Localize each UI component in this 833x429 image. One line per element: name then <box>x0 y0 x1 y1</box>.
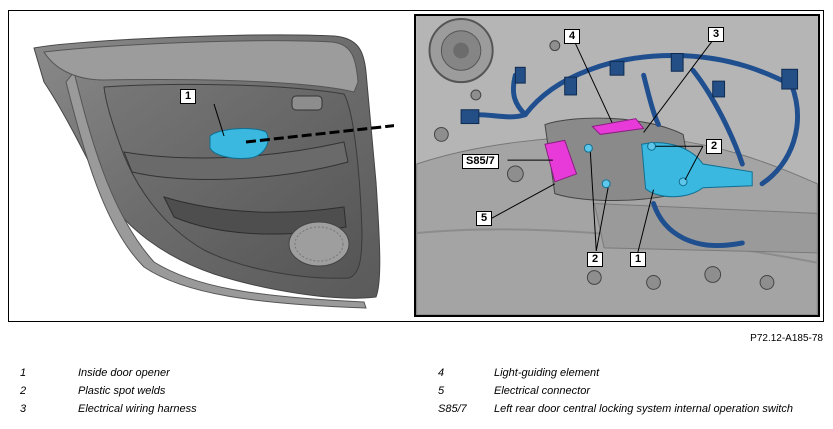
s85-7-switch-highlight <box>544 139 578 183</box>
door-detail-view <box>414 14 820 317</box>
light-guiding-element-highlight <box>591 118 645 135</box>
electrical-wiring-harness <box>473 53 800 248</box>
window-frame <box>43 40 359 93</box>
callout-1-overview: 1 <box>180 89 196 104</box>
figure-reference: P72.12-A185-78 <box>750 333 823 344</box>
callout-4: 4 <box>564 29 580 44</box>
callout-1-detail: 1 <box>630 252 646 267</box>
door-pocket <box>163 196 347 235</box>
window-switch <box>291 95 323 111</box>
callout-2-right: 2 <box>706 139 722 154</box>
callout-3: 3 <box>708 27 724 42</box>
inside-door-opener-highlight <box>209 128 269 159</box>
inside-door-opener-detail-highlight <box>641 142 753 198</box>
mounting-bolts <box>433 40 775 290</box>
armrest <box>123 141 349 180</box>
callout-5: 5 <box>476 211 492 226</box>
door-panel-overview <box>33 34 394 309</box>
harness-clips <box>460 53 799 125</box>
callout-s85-7: S85/7 <box>462 154 499 169</box>
callout-leaders <box>489 37 716 253</box>
callout-2-bottom: 2 <box>587 252 603 267</box>
speaker-grille <box>288 221 350 267</box>
door-lower-skirt <box>65 70 367 309</box>
